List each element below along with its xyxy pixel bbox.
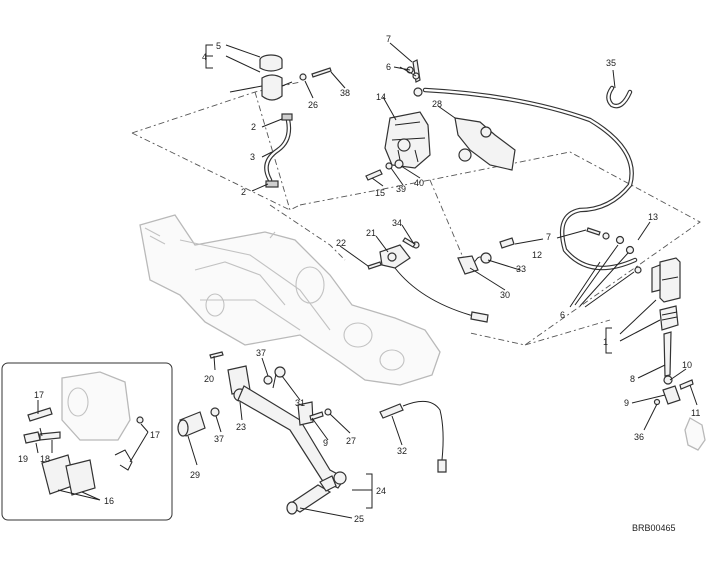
callout-17-inset-right: 17 xyxy=(150,430,160,440)
callout-13: 13 xyxy=(648,212,658,222)
brake-light-switch xyxy=(367,237,420,270)
callout-17-inset-left: 17 xyxy=(34,390,44,400)
callout-31: 31 xyxy=(295,398,305,408)
callout-37-lower: 37 xyxy=(214,434,224,444)
brake-caliper xyxy=(384,59,431,169)
callout-29: 29 xyxy=(190,470,200,480)
leader-lines xyxy=(35,42,698,519)
banjo-fittings-right xyxy=(586,227,642,274)
brake-pedal xyxy=(209,351,347,489)
callout-18: 18 xyxy=(40,454,50,464)
callout-labels: 5 4 5 2 3 2 26 38 7 6 14 28 15 39 40 35 … xyxy=(18,34,700,533)
callout-2-upper: 2 xyxy=(251,122,256,132)
switch-cable xyxy=(394,267,489,319)
callout-7-right: 7 xyxy=(546,232,551,242)
callout-15: 15 xyxy=(375,188,385,198)
swingarm-frame xyxy=(139,214,441,386)
callout-30: 30 xyxy=(500,290,510,300)
master-cylinder xyxy=(651,257,706,451)
dashed-outline-upper xyxy=(131,81,701,346)
callout-9-pedal: 9 xyxy=(323,438,328,448)
callout-38: 38 xyxy=(340,88,350,98)
footpeg xyxy=(286,475,337,515)
callout-14: 14 xyxy=(376,92,386,102)
caliper-bracket xyxy=(454,117,516,171)
callout-23: 23 xyxy=(236,422,246,432)
callout-3: 3 xyxy=(250,152,255,162)
callout-10: 10 xyxy=(682,360,692,370)
callout-16: 16 xyxy=(104,496,114,506)
callout-7-top: 7 xyxy=(386,34,391,44)
callout-8: 8 xyxy=(630,374,635,384)
callout-2-lower: 2 xyxy=(241,187,246,197)
reservoir-hose xyxy=(264,113,293,188)
callout-35: 35 xyxy=(606,58,616,68)
callout-37-upper: 37 xyxy=(256,348,266,358)
inset-box xyxy=(1,362,173,521)
callout-26: 26 xyxy=(308,100,318,110)
callout-28: 28 xyxy=(432,99,442,109)
callout-32: 32 xyxy=(397,446,407,456)
pedal-bolts xyxy=(309,408,332,421)
callout-36: 36 xyxy=(634,432,644,442)
callout-25: 25 xyxy=(354,514,364,524)
pedal-pivot xyxy=(177,407,220,437)
callout-6-right: 6 xyxy=(560,310,565,320)
callout-33: 33 xyxy=(516,264,526,274)
callout-5: 5 xyxy=(216,41,221,51)
callout-19: 19 xyxy=(18,454,28,464)
callout-20: 20 xyxy=(204,374,214,384)
callout-21: 21 xyxy=(366,228,376,238)
sensor-cable xyxy=(379,400,447,473)
diagram-code: BRB00465 xyxy=(632,523,676,533)
dashed-outline-middle xyxy=(204,179,611,346)
brake-fluid-reservoir xyxy=(259,54,332,101)
callout-6-top: 6 xyxy=(386,62,391,72)
callout-24: 24 xyxy=(376,486,386,496)
callout-34: 34 xyxy=(392,218,402,228)
return-spring xyxy=(457,237,515,275)
callout-12: 12 xyxy=(532,250,542,260)
callout-11: 11 xyxy=(691,408,700,418)
callout-1: 1 xyxy=(603,337,608,347)
callout-9-right: 9 xyxy=(624,398,629,408)
brake-line-main xyxy=(422,87,638,271)
callout-39: 39 xyxy=(396,184,406,194)
callout-22: 22 xyxy=(336,238,346,248)
callout-4: 4 xyxy=(202,52,207,62)
callout-27: 27 xyxy=(346,436,356,446)
callout-40: 40 xyxy=(414,178,424,188)
